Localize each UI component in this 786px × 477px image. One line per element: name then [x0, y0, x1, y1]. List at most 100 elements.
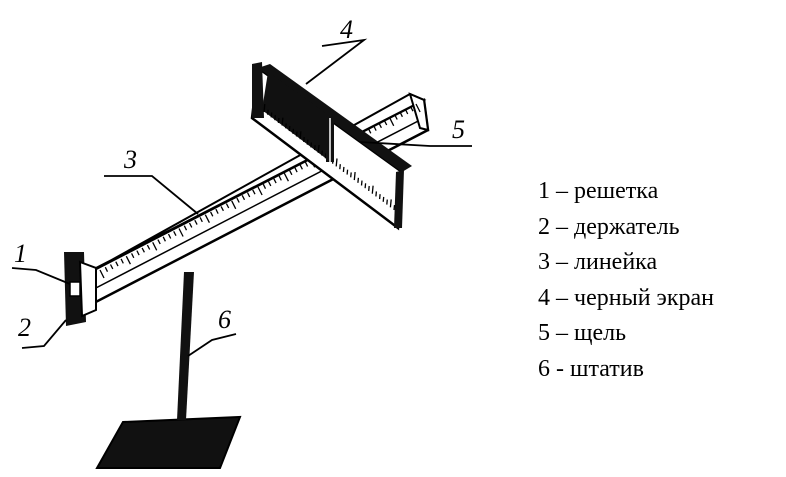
scale-tick: [335, 158, 338, 167]
screen-scale: [263, 104, 396, 211]
stand-post: [177, 272, 194, 420]
scale-tick: [389, 199, 392, 208]
scale-tick: [178, 228, 184, 237]
scale-tick: [321, 150, 323, 156]
scale-tick: [270, 112, 273, 118]
scale-tick: [294, 167, 298, 173]
legend-item-grating: 1 – решетка: [538, 178, 659, 204]
scale-tick: [146, 244, 151, 250]
scale-tick: [394, 114, 398, 120]
black-screen-top-band: [258, 64, 412, 172]
callout-line-3: [104, 175, 199, 215]
legend-item-slit: 5 – щель: [538, 320, 627, 346]
ruler-end-face: [408, 92, 430, 132]
scale-tick: [295, 131, 298, 137]
scale-tick: [231, 200, 237, 210]
callout-5: 5: [452, 115, 465, 144]
scale-tick: [104, 266, 109, 272]
scale-tick: [109, 264, 114, 270]
scale-tick: [393, 205, 396, 211]
scale-tick: [274, 115, 276, 121]
scale-tick: [194, 219, 198, 225]
scale-tick: [310, 142, 313, 148]
scale-tick: [252, 189, 256, 195]
scale-tick: [277, 117, 280, 123]
scale-tick: [215, 208, 219, 214]
scale-tick: [262, 183, 267, 189]
scale-tick: [303, 136, 305, 142]
scale-tick: [415, 103, 421, 113]
scale-tick: [266, 109, 269, 115]
scale-tick: [241, 195, 246, 201]
callout-3: 3: [123, 145, 137, 174]
scale-tick: [236, 197, 240, 203]
scale-tick: [383, 120, 388, 126]
scale-tick: [357, 177, 360, 183]
scale-tick: [368, 128, 372, 134]
scale-tick: [292, 128, 295, 134]
callout-4: 4: [340, 15, 353, 44]
scale-tick: [173, 230, 177, 237]
scale-tick: [183, 225, 188, 231]
scale-tick: [220, 206, 224, 212]
callout-1: 1: [14, 239, 27, 268]
scale-tick: [131, 253, 135, 259]
scale-tick: [204, 214, 210, 223]
scale-tick: [120, 258, 124, 264]
callout-line-2: [21, 319, 67, 349]
callout-2: 2: [18, 313, 31, 342]
legend-item-stand: 6 - штатив: [538, 355, 644, 382]
scale-tick: [304, 161, 309, 167]
black-screen-band: [262, 72, 330, 160]
scale-tick: [267, 181, 272, 187]
scale-tick: [285, 123, 287, 129]
scale-tick: [289, 170, 293, 176]
scale-tick: [324, 153, 327, 159]
scale-tick: [281, 117, 284, 126]
legend-item-holder: 2 – держатель: [538, 213, 680, 240]
callout-line-5: [359, 141, 472, 147]
scale-tick: [257, 186, 263, 196]
scale-tick: [410, 106, 414, 112]
stand-base: [95, 415, 242, 469]
scale-tick: [373, 125, 377, 131]
scale-tick: [368, 185, 370, 191]
scale-tick: [350, 172, 352, 178]
scale-tick: [225, 203, 230, 209]
scale-tick: [125, 255, 131, 265]
holder: [78, 260, 97, 318]
scale-tick: [364, 183, 367, 189]
scale-tick: [188, 222, 193, 228]
scale-tick: [136, 250, 140, 256]
black-screen-left-edge: [252, 62, 264, 118]
scale-tick: [306, 139, 309, 145]
scale-tick: [199, 217, 203, 223]
scale-tick: [273, 178, 277, 184]
scale-tick: [263, 104, 266, 113]
callout-line-1: [11, 267, 71, 285]
scale-tick: [375, 191, 378, 197]
callout-6: 6: [218, 305, 231, 334]
scale-tick: [378, 123, 382, 129]
legend-item-black-screen: 4 – черный экран: [538, 284, 714, 311]
scale-tick: [339, 164, 341, 170]
scale-tick: [346, 169, 349, 175]
scale-tick: [141, 247, 145, 253]
scale-tick: [353, 172, 356, 181]
scale-tick: [210, 211, 214, 217]
scale-tick: [378, 194, 381, 200]
scale-tick: [404, 109, 409, 115]
scale-tick: [162, 236, 166, 242]
callout-line-4: [305, 38, 368, 85]
scale-tick: [399, 112, 403, 118]
scale-tick: [152, 242, 158, 251]
scale-tick: [299, 164, 303, 170]
scale-tick: [317, 144, 320, 153]
scale-tick: [167, 233, 172, 239]
scale-tick: [283, 172, 289, 182]
scale-tick: [342, 166, 345, 172]
scale-tick: [115, 261, 119, 267]
scale-tick: [382, 196, 385, 202]
scale-tick: [313, 145, 316, 151]
